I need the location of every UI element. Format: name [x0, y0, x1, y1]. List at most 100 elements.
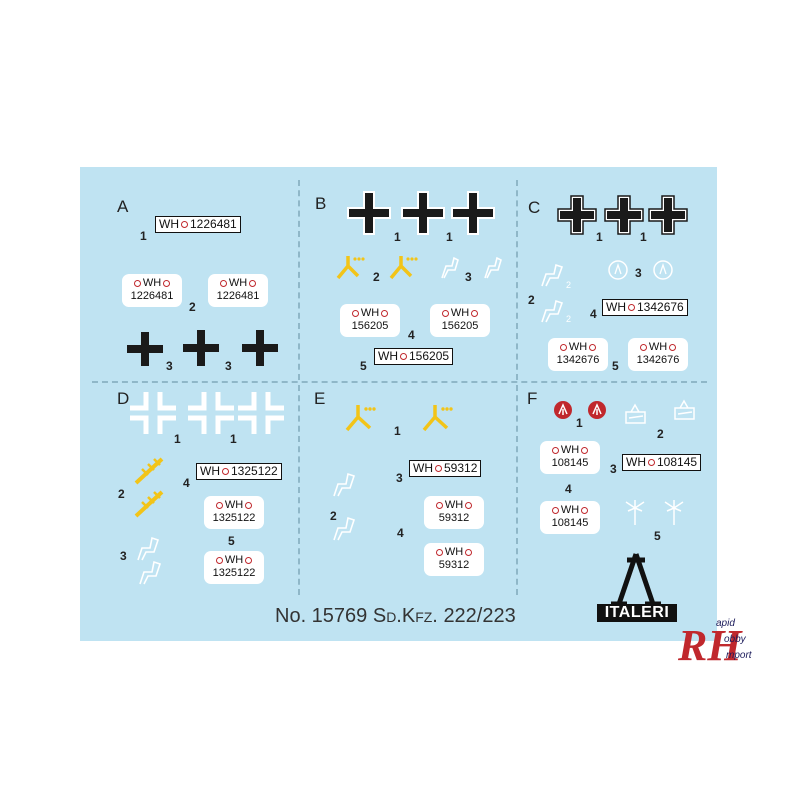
kit-number: No. 15769 — [275, 605, 368, 627]
balkenkreuz-outlined-icon — [401, 191, 445, 235]
plate-number: 156205 — [351, 320, 389, 332]
balkenkreuz-outlined-icon — [347, 191, 391, 235]
seal-icon — [351, 310, 359, 317]
seal-icon — [471, 310, 479, 317]
kit-number-line: No. 15769 Sd.Kfz. 222/223 — [275, 605, 516, 628]
plate-prefix: WH — [224, 554, 244, 566]
seal-icon — [581, 447, 589, 454]
dealer-logo-mark: RH — [677, 621, 743, 670]
decal-number: 3 — [610, 462, 617, 476]
balkenkreuz-bordered-icon — [557, 195, 597, 235]
division-emblem-yellow-icon — [422, 405, 453, 432]
brand-name: ITALERI — [597, 604, 677, 622]
unit-emblem-white-icon — [333, 516, 356, 541]
balkenkreuz-white-outline-icon — [188, 392, 234, 434]
decal-number: 2 — [373, 270, 380, 284]
license-plate-tag: WH 1342676 — [628, 338, 688, 371]
plate-number: 1325122 — [231, 464, 278, 478]
section-letter: E — [314, 389, 326, 408]
plate-prefix: WH — [626, 455, 646, 469]
plate-prefix: WH — [224, 499, 244, 511]
license-plate-tag: WH 108145 — [540, 501, 600, 534]
seal-icon — [639, 344, 647, 351]
seal-icon — [215, 502, 223, 509]
plate-prefix: WH — [450, 307, 470, 319]
plate-prefix: WH — [228, 277, 248, 289]
seal-icon — [245, 502, 253, 509]
plate-number: 108145 — [657, 455, 698, 469]
seal-icon — [249, 280, 257, 287]
plate-number: 1342676 — [637, 300, 684, 314]
plate-number: 1342676 — [556, 354, 600, 366]
plate-number: 1226481 — [190, 217, 237, 231]
plate-number: 1342676 — [636, 354, 680, 366]
palm-emblem-white-icon — [664, 500, 684, 525]
balkenkreuz-white-outline-icon — [238, 392, 284, 434]
plate-number: 108145 — [551, 457, 589, 469]
decal-number: 5 — [360, 359, 367, 373]
unit-emblem-white-icon — [441, 256, 459, 279]
balkenkreuz-icon — [242, 330, 278, 366]
divider-vertical-1 — [298, 180, 300, 380]
plate-number: 108145 — [551, 517, 589, 529]
plate-number: 1226481 — [130, 290, 174, 302]
seal-icon — [435, 549, 443, 556]
plate-prefix: WH — [560, 504, 580, 516]
plate-number: 59312 — [444, 461, 478, 475]
plate-number: 1325122 — [212, 512, 256, 524]
license-plate-tag: WH 1226481 — [122, 274, 182, 307]
plate-number: 156205 — [441, 320, 479, 332]
seal-icon — [435, 465, 442, 472]
section-letter: F — [527, 389, 538, 408]
balkenkreuz-icon — [127, 332, 163, 366]
decal-number: 3 — [465, 270, 472, 284]
seal-icon — [435, 502, 443, 509]
seal-icon — [181, 221, 188, 228]
license-plate-tag: WH 1325122 — [204, 551, 264, 584]
plate-prefix: WH — [648, 341, 668, 353]
plate-prefix: WH — [444, 546, 464, 558]
seal-icon — [551, 507, 559, 514]
decal-number: 2 — [189, 300, 196, 314]
seal-icon — [215, 557, 223, 564]
division-emblem-yellow-icon — [134, 457, 164, 485]
license-plate-long: WH 1325122 — [196, 463, 282, 480]
divider-vertical-2 — [516, 180, 518, 380]
balkenkreuz-outlined-icon — [451, 191, 495, 235]
tactical-sign-white-icon — [674, 399, 695, 420]
decal-sheet — [80, 167, 717, 641]
decal-number: 2 — [657, 427, 664, 441]
plate-prefix: WH — [378, 349, 398, 363]
division-emblem-yellow-icon — [389, 256, 418, 280]
red-disc-emblem-icon — [554, 401, 572, 419]
round-emblem-white-icon — [653, 260, 673, 280]
plate-prefix: WH — [444, 499, 464, 511]
divider-vertical-4 — [516, 385, 518, 595]
license-plate-tag: WH 1226481 — [208, 274, 268, 307]
division-emblem-yellow-icon — [336, 256, 365, 280]
decal-number: 4 — [397, 526, 404, 540]
plate-number: 59312 — [438, 512, 470, 524]
license-plate-tag: WH 59312 — [424, 496, 484, 529]
seal-icon — [222, 468, 229, 475]
decal-number: 4 — [183, 476, 190, 490]
decal-number: 4 — [590, 307, 597, 321]
decal-number: 1 — [596, 230, 603, 244]
plate-prefix: WH — [159, 217, 179, 231]
division-emblem-yellow-icon — [134, 490, 164, 518]
plate-number: 1325122 — [212, 567, 256, 579]
balkenkreuz-bordered-icon — [604, 195, 644, 235]
tactical-sign-white-icon — [625, 403, 646, 424]
seal-icon — [589, 344, 597, 351]
section-letter: B — [315, 194, 327, 213]
plate-prefix: WH — [200, 464, 220, 478]
license-plate-tag: WH 156205 — [340, 304, 400, 337]
decal-number: 1 — [394, 230, 401, 244]
unit-emblem-white-icon — [333, 472, 356, 497]
seal-icon — [381, 310, 389, 317]
balkenkreuz-bordered-icon — [648, 195, 688, 235]
balkenkreuz-icon — [183, 330, 219, 366]
decal-number: 5 — [654, 529, 661, 543]
license-plate-tag: WH 59312 — [424, 543, 484, 576]
